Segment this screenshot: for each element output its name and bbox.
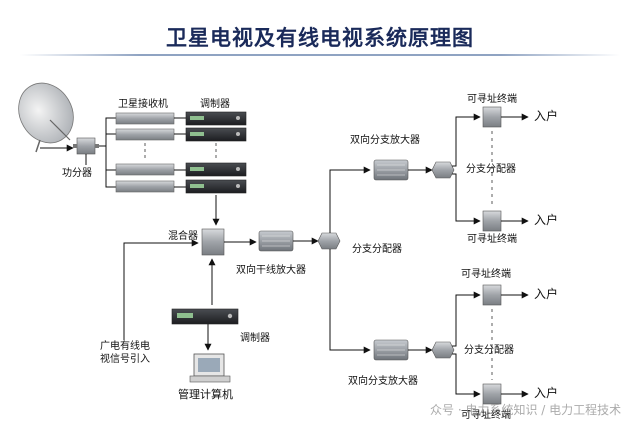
receiver-unit-icon xyxy=(115,112,175,125)
label-home-3: 入户 xyxy=(534,287,559,301)
dist-top-to-terminal-1 xyxy=(452,113,481,167)
label-branch-distributor-center: 分支分配器 xyxy=(352,244,402,255)
label-trunk-amp: 双向干线放大器 xyxy=(236,265,306,276)
label-branch-amp-bottom: 双向分支放大器 xyxy=(348,376,418,387)
satellite-dish-icon xyxy=(18,82,74,153)
mixer-icon xyxy=(201,228,225,256)
label-home-4: 入户 xyxy=(534,386,559,400)
dist-bottom-to-terminal-3 xyxy=(452,291,481,347)
label-branch-distributor-bottom: 分支分配器 xyxy=(464,345,514,356)
terminal-icon xyxy=(482,383,502,405)
label-addressable-terminal-4: 可寻址终端 xyxy=(461,410,511,421)
modulators-top xyxy=(185,111,247,194)
receiver-unit-icon xyxy=(115,163,175,176)
label-home-2: 入户 xyxy=(534,213,559,227)
label-cable-input-2: 视信号引入 xyxy=(100,354,150,365)
amplifier-icon xyxy=(373,339,409,361)
label-mixer: 混合器 xyxy=(168,231,198,242)
amplifier-icon xyxy=(258,230,294,252)
distributor-icon xyxy=(431,341,455,359)
dist-bottom-to-terminal-4 xyxy=(452,353,481,398)
amplifier-icon xyxy=(373,159,409,181)
terminal-icon xyxy=(482,284,502,306)
dist-top-to-terminal-2 xyxy=(452,173,481,225)
cable-input-line xyxy=(123,239,199,340)
title-divider xyxy=(20,54,620,56)
distributor-icon xyxy=(431,161,455,179)
label-cable-input-1: 广电有线电 xyxy=(100,341,150,352)
label-management-computer: 管理计算机 xyxy=(178,388,233,401)
label-power-divider: 功分器 xyxy=(62,168,92,179)
label-satellite-receiver: 卫星接收机 xyxy=(118,99,168,110)
modulator-unit-icon xyxy=(185,162,247,177)
label-branch-amp-top: 双向分支放大器 xyxy=(350,135,420,146)
label-home-1: 入户 xyxy=(534,109,559,123)
label-modulator-top: 调制器 xyxy=(200,99,230,110)
label-addressable-terminal-2: 可寻址终端 xyxy=(467,234,517,245)
label-addressable-terminal-1: 可寻址终端 xyxy=(467,94,517,105)
distributor-down-line xyxy=(329,249,371,354)
label-modulator-bottom: 调制器 xyxy=(240,333,270,344)
modulator-unit-icon xyxy=(185,111,247,126)
modulator-unit-icon xyxy=(185,127,247,142)
receiver-to-modulator-lines xyxy=(174,117,186,188)
modulator-unit-icon xyxy=(171,308,239,325)
terminal-icon xyxy=(482,106,502,128)
distributor-icon xyxy=(317,232,341,250)
terminal-icon xyxy=(482,210,502,232)
distributor-up-line xyxy=(329,166,371,233)
splitter-output-lines xyxy=(99,117,116,188)
label-addressable-terminal-3: 可寻址终端 xyxy=(461,269,511,280)
watermark-text: 众号 · 电力系统知识 / 电力工程技术 xyxy=(430,403,622,417)
satellite-receivers xyxy=(115,112,175,193)
label-branch-distributor-top: 分支分配器 xyxy=(466,164,516,175)
diagram-title: 卫星电视及有线电视系统原理图 xyxy=(166,26,474,50)
power-divider-icon xyxy=(73,137,99,155)
receiver-unit-icon xyxy=(115,180,175,193)
modulator-unit-icon xyxy=(185,179,247,194)
receiver-unit-icon xyxy=(115,128,175,141)
computer-icon xyxy=(189,353,231,383)
